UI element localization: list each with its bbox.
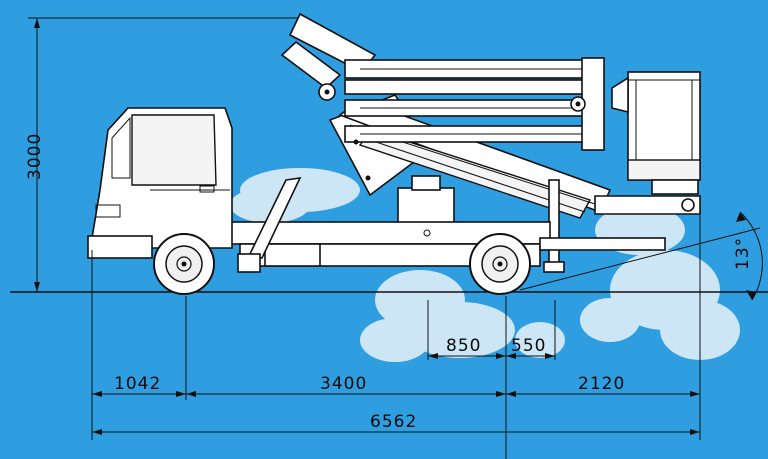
truck-cab bbox=[87, 107, 233, 259]
front-outrigger-arm bbox=[246, 176, 302, 259]
dim-outrigger-rear: 550 bbox=[511, 336, 546, 356]
height-dimension bbox=[28, 17, 300, 292]
dim-outrigger-front: 850 bbox=[446, 336, 481, 356]
extension-lines bbox=[91, 215, 701, 459]
tilt-angle-indicator bbox=[519, 211, 763, 301]
truck-chassis bbox=[229, 176, 666, 273]
dim-front-overhang: 1042 bbox=[114, 374, 161, 394]
dim-wheelbase: 3400 bbox=[320, 374, 367, 394]
overall-length-line bbox=[92, 429, 700, 435]
rear-extension bbox=[539, 237, 666, 251]
rear-wheel bbox=[469, 233, 531, 295]
boom-tail bbox=[594, 195, 701, 215]
front-wheel bbox=[153, 233, 215, 295]
length-dimension-line bbox=[92, 391, 700, 397]
dim-tilt-angle: 13° bbox=[733, 237, 753, 270]
dim-height-label: 3000 bbox=[25, 133, 45, 180]
work-basket bbox=[611, 71, 701, 195]
turret-base bbox=[397, 187, 455, 225]
front-bumper bbox=[87, 235, 153, 259]
jib bbox=[288, 12, 377, 74]
dim-overall-length: 6562 bbox=[370, 412, 417, 432]
front-outrigger-foot bbox=[237, 253, 261, 273]
outrigger-dimension-line bbox=[428, 353, 555, 359]
cab-window bbox=[131, 114, 217, 186]
aerial-boom bbox=[280, 12, 701, 273]
dim-rear-overhang: 2120 bbox=[578, 374, 625, 394]
